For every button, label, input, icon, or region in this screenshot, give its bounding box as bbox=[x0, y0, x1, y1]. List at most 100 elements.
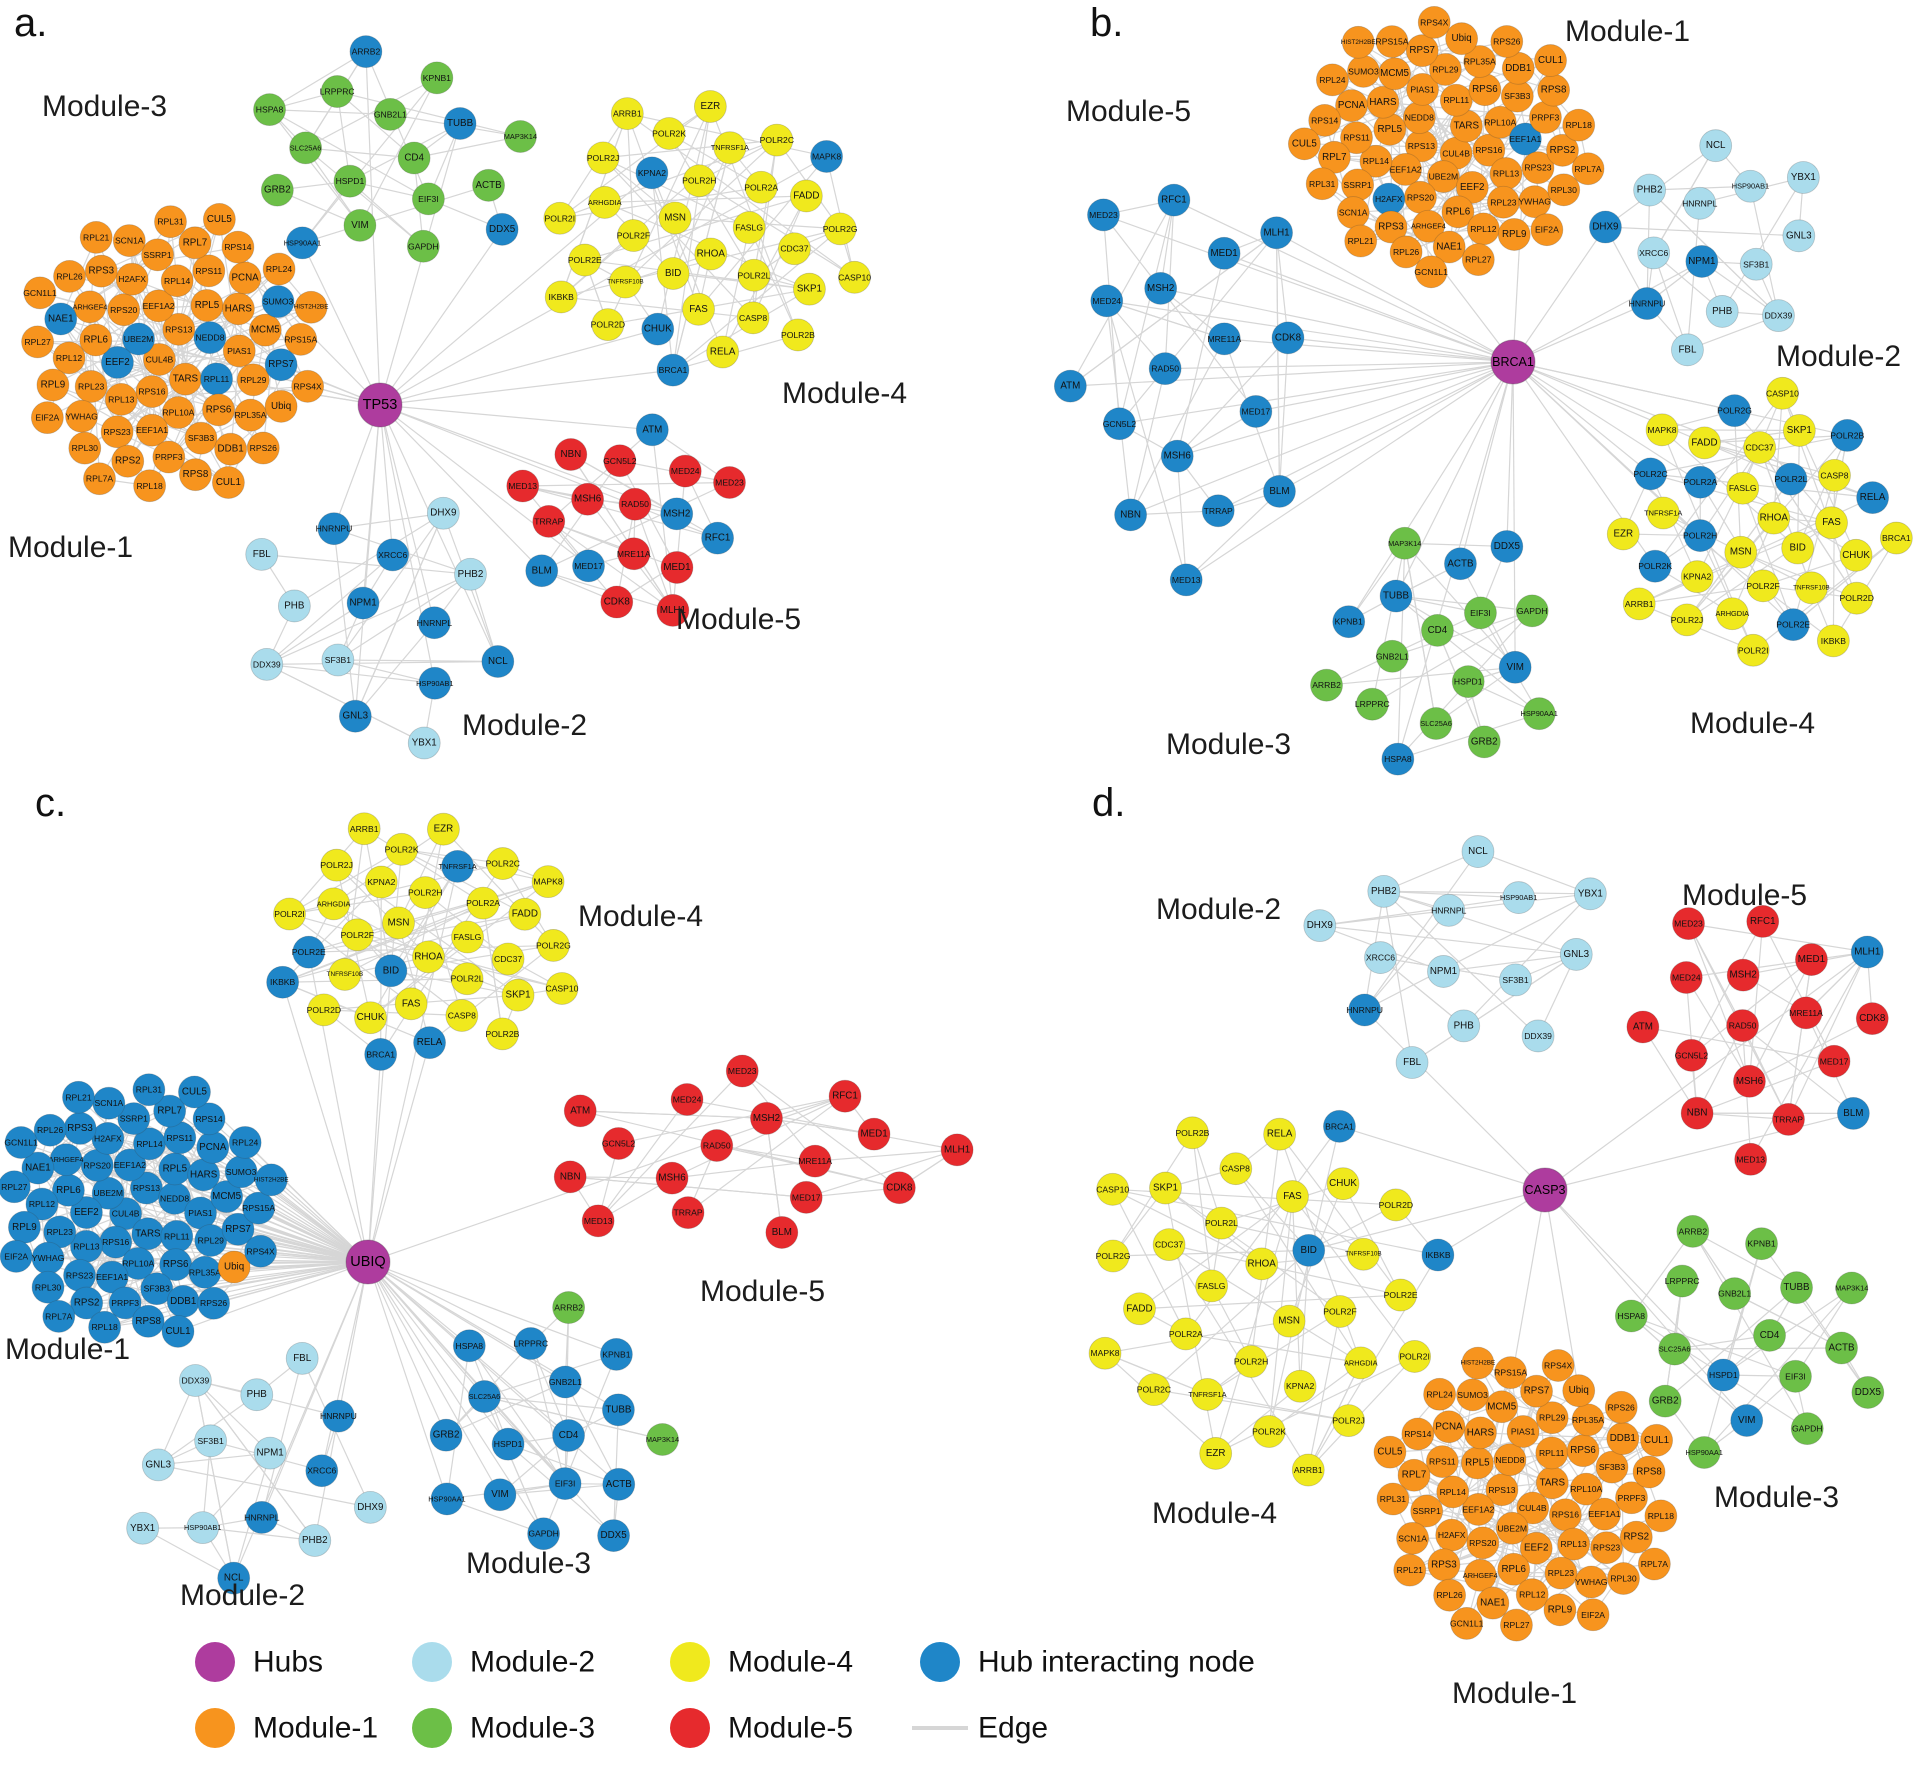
gene-label: RPL13 bbox=[1561, 1539, 1587, 1549]
gene-label: GAPDH bbox=[1517, 606, 1548, 616]
gene-label: RHOA bbox=[414, 951, 443, 962]
gene-label: CHUK bbox=[1329, 1178, 1357, 1189]
gene-node-MED24: MED24 bbox=[670, 1083, 704, 1116]
gene-node-SUMO3: SUMO3 bbox=[1347, 54, 1380, 88]
gene-node-HSP90AB1: HSP90AB1 bbox=[416, 666, 453, 700]
gene-node-circle bbox=[1680, 1096, 1714, 1130]
gene-node-circle bbox=[1521, 1019, 1555, 1053]
module-label-module-4: Module-4 bbox=[782, 377, 907, 410]
gene-node-circle bbox=[0, 1170, 31, 1204]
gene-node-circle bbox=[552, 1291, 586, 1324]
gene-node-RPL27: RPL27 bbox=[0, 1170, 31, 1204]
gene-node-POLR2L: POLR2L bbox=[1205, 1206, 1238, 1240]
gene-node-LRPPRC: LRPPRC bbox=[1355, 687, 1390, 721]
gene-label: RPL30 bbox=[1551, 185, 1577, 195]
gene-node-NEDD8: NEDD8 bbox=[1402, 101, 1436, 134]
gene-node-circle bbox=[1495, 1511, 1529, 1545]
gene-node-RPL35A: RPL35A bbox=[234, 398, 267, 432]
gene-label: FAS bbox=[402, 998, 421, 1009]
gene-label: BRCA1 bbox=[1882, 533, 1911, 543]
gene-node-RAD50: RAD50 bbox=[618, 487, 652, 521]
gene-node-circle bbox=[1191, 1378, 1224, 1411]
edge bbox=[482, 903, 504, 1034]
gene-node-EEF1A1: EEF1A1 bbox=[135, 413, 169, 447]
gene-label: MED23 bbox=[1674, 919, 1703, 929]
gene-node-NAE1: NAE1 bbox=[21, 1151, 55, 1185]
gene-label: ARHGEF4 bbox=[72, 302, 107, 311]
gene-node-RPS7: RPS7 bbox=[221, 1212, 255, 1246]
gene-label: RPS13 bbox=[1488, 1485, 1515, 1495]
gene-label: YWHAG bbox=[32, 1253, 65, 1263]
gene-node-ARHGDIA: ARHGDIA bbox=[317, 887, 351, 921]
edge bbox=[597, 1099, 688, 1222]
gene-label: ARRB1 bbox=[350, 824, 379, 834]
gene-label: MRE11A bbox=[1789, 1008, 1823, 1018]
gene-node-RPL10A: RPL10A bbox=[121, 1247, 155, 1280]
gene-label: GAPDH bbox=[408, 241, 439, 251]
gene-node-MED23: MED23 bbox=[1087, 198, 1120, 232]
gene-label: POLR2G bbox=[823, 224, 858, 234]
edge bbox=[1397, 713, 1540, 760]
gene-label: LRPPRC bbox=[1355, 699, 1390, 709]
gene-node-circle bbox=[450, 962, 484, 996]
gene-node-FASLG: FASLG bbox=[451, 920, 484, 954]
edge bbox=[1699, 481, 1764, 587]
gene-label: ACTB bbox=[475, 180, 502, 191]
gene-node-circle bbox=[1493, 1443, 1527, 1477]
gene-node-POLR2K: POLR2K bbox=[652, 117, 686, 150]
gene-label: HNRNPL bbox=[417, 618, 453, 628]
gene-node-circle bbox=[1745, 1227, 1778, 1261]
gene-node-GCN1L1: GCN1L1 bbox=[1414, 255, 1448, 289]
gene-node-circle bbox=[1766, 376, 1799, 410]
hub-edge bbox=[379, 404, 499, 662]
gene-label: SKP1 bbox=[1153, 1183, 1178, 1194]
gene-node-circle bbox=[1855, 1002, 1889, 1036]
edge bbox=[548, 429, 653, 522]
gene-node-RPL29: RPL29 bbox=[1535, 1401, 1569, 1435]
edge bbox=[1630, 1231, 1694, 1317]
gene-node-circle bbox=[1323, 1109, 1356, 1143]
gene-node-MSN: MSN bbox=[1272, 1304, 1306, 1338]
gene-node-HARS: HARS bbox=[221, 292, 255, 326]
gene-label: RPS20 bbox=[110, 305, 137, 315]
gene-node-circle bbox=[1619, 1520, 1653, 1554]
gene-node-circle bbox=[320, 848, 354, 882]
gene-node-circle bbox=[197, 1286, 231, 1320]
gene-node-RPL10A: RPL10A bbox=[1483, 105, 1517, 139]
gene-node-circle bbox=[1789, 996, 1823, 1030]
gene-label: MED23 bbox=[715, 477, 744, 487]
gene-node-circle bbox=[1323, 1295, 1357, 1328]
edge bbox=[1773, 393, 1784, 519]
hub-edge bbox=[354, 404, 381, 717]
gene-label: UBE2M bbox=[1429, 172, 1459, 182]
gene-label: RPL31 bbox=[157, 217, 183, 227]
gene-node-RPL5: RPL5 bbox=[1373, 112, 1407, 146]
gene-node-circle bbox=[1757, 501, 1791, 535]
gene-node-circle bbox=[694, 237, 728, 271]
gene-label: NCL bbox=[1706, 140, 1726, 151]
edge bbox=[446, 1498, 544, 1535]
gene-label: DDX39 bbox=[1765, 311, 1793, 321]
gene-node-GNL3: GNL3 bbox=[1782, 219, 1816, 253]
gene-label: MLH1 bbox=[944, 1144, 970, 1155]
node-layer: CUL4BRPS13TARSUBE2MNEDD8RPS16EEF1A2RPL11… bbox=[1053, 5, 1913, 776]
gene-node-RPS6: RPS6 bbox=[159, 1248, 193, 1282]
gene-label: POLR2B bbox=[1175, 1128, 1209, 1138]
gene-node-RPL31: RPL31 bbox=[132, 1073, 166, 1107]
gene-node-YWHAG: YWHAG bbox=[65, 399, 98, 433]
gene-label: TRRAP bbox=[673, 1208, 702, 1218]
gene-node-GAPDH: GAPDH bbox=[1790, 1412, 1824, 1446]
gene-label: HSP90AA1 bbox=[1686, 1448, 1723, 1457]
gene-label: PCNA bbox=[1338, 100, 1366, 111]
gene-node-circle bbox=[525, 554, 559, 588]
gene-node-SCN1A: SCN1A bbox=[112, 224, 146, 257]
gene-label: RPS2 bbox=[1550, 145, 1576, 156]
edge bbox=[194, 1380, 316, 1541]
gene-node-circle bbox=[1461, 835, 1495, 868]
gene-label: EIF2A bbox=[35, 413, 59, 423]
gene-node-RPL12: RPL12 bbox=[1515, 1578, 1549, 1612]
gene-label: RELA bbox=[710, 347, 736, 358]
gene-label: RPL10A bbox=[122, 1258, 154, 1268]
gene-label: PHB bbox=[1454, 1020, 1475, 1031]
gene-node-circle bbox=[610, 97, 644, 130]
